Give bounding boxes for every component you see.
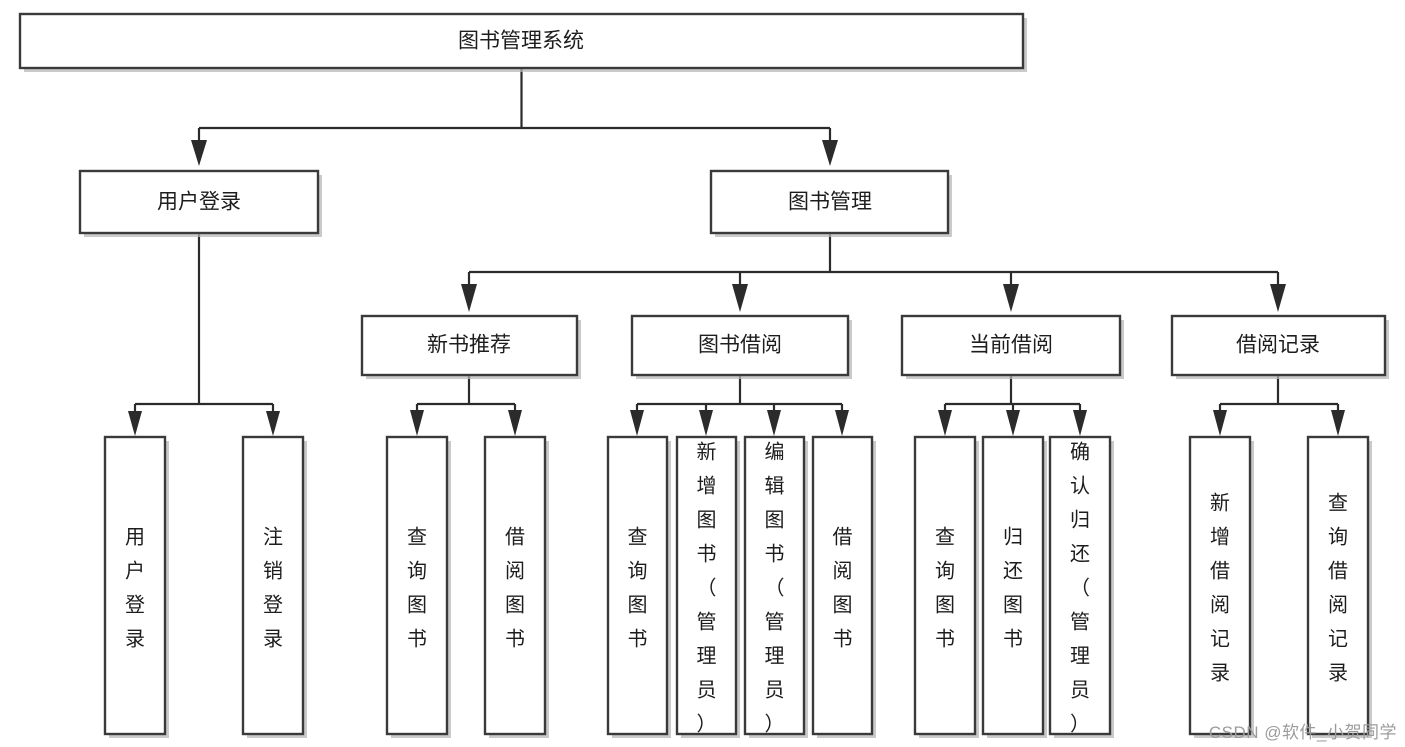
arrow-to-leaf-query-book-3 <box>938 410 952 436</box>
node-current-borrow[interactable]: 当前借阅 <box>900 314 1124 379</box>
arrow-root-to-user-login <box>191 140 207 166</box>
leaf-return-book-label: 归还图书 <box>1003 526 1023 651</box>
current-borrow-label: 当前借阅 <box>969 334 1053 357</box>
leaf-query-book-3-box[interactable] <box>913 435 977 736</box>
leaf-add-record-box[interactable] <box>1188 435 1252 736</box>
root-label: 图书管理系统 <box>458 30 584 53</box>
book-borrow-box[interactable] <box>630 314 850 377</box>
leaf-borrow-book-2-label: 借阅图书 <box>833 526 853 651</box>
node-leaf-user-logout[interactable]: 注销登录 <box>241 435 307 738</box>
connector-borrow-record-to-leaves <box>1218 375 1340 412</box>
arrow-to-leaf-query-record <box>1331 410 1345 436</box>
node-leaf-confirm-return[interactable]: 确认归还（管理员） <box>1048 435 1114 738</box>
book-manage-label: 图书管理 <box>788 191 872 214</box>
node-leaf-query-book-2[interactable]: 查询图书 <box>606 435 671 738</box>
node-root[interactable]: 图书管理系统 <box>18 12 1027 72</box>
leaf-query-record-label: 查询借阅记录 <box>1328 492 1348 685</box>
leaf-query-book-3-label: 查询图书 <box>935 526 955 651</box>
user-login-box[interactable] <box>78 169 320 235</box>
book-manage-box[interactable] <box>709 169 950 235</box>
borrow-record-label: 借阅记录 <box>1236 334 1320 357</box>
leaf-confirm-return-box[interactable] <box>1048 435 1112 736</box>
node-book-manage[interactable]: 图书管理 <box>709 169 952 237</box>
arrow-to-leaf-query-book-2 <box>630 410 644 436</box>
watermark-text: CSDN @软件_小贺同学 <box>1208 723 1397 742</box>
connector-new-book-recommend-to-leaves <box>415 375 517 412</box>
node-leaf-borrow-book-2[interactable]: 借阅图书 <box>811 435 876 738</box>
leaf-query-record-box[interactable] <box>1306 435 1370 736</box>
leaf-return-book-box[interactable] <box>981 435 1045 736</box>
node-leaf-user-login[interactable]: 用户登录 <box>103 435 169 738</box>
connectors-layer <box>128 68 1345 436</box>
new-book-recommend-box[interactable] <box>360 314 579 377</box>
arrow-to-leaf-return-book <box>1006 410 1020 436</box>
leaf-query-book-1-label: 查询图书 <box>407 526 427 651</box>
leaf-borrow-book-2-box[interactable] <box>811 435 874 736</box>
arrow-to-new-book-recommend <box>461 284 477 312</box>
arrow-to-book-borrow <box>732 284 748 312</box>
node-leaf-add-record[interactable]: 新增借阅记录 <box>1188 435 1254 738</box>
leaf-borrow-book-1-box[interactable] <box>483 435 547 736</box>
arrow-to-leaf-borrow-book-2 <box>835 410 849 436</box>
node-leaf-query-book-3[interactable]: 查询图书 <box>913 435 979 738</box>
root-box[interactable] <box>18 12 1025 70</box>
connector-current-borrow-to-leaves <box>943 375 1082 412</box>
current-borrow-box[interactable] <box>900 314 1122 377</box>
arrow-root-to-book-manage <box>822 140 838 166</box>
leaf-user-login-label: 用户登录 <box>125 527 145 651</box>
node-leaf-borrow-book-1[interactable]: 借阅图书 <box>483 435 549 738</box>
leaf-query-book-1-box[interactable] <box>385 435 449 736</box>
arrow-to-leaf-borrow-book-1 <box>508 410 522 436</box>
leaf-borrow-book-1-label: 借阅图书 <box>505 526 525 651</box>
arrow-to-leaf-edit-book <box>767 410 781 436</box>
node-leaf-edit-book[interactable]: 编辑图书（管理员） <box>743 435 808 738</box>
connector-user-login-to-leaves <box>133 233 275 414</box>
arrow-to-leaf-add-record <box>1213 410 1227 436</box>
borrow-record-box[interactable] <box>1170 314 1387 377</box>
book-borrow-label: 图书借阅 <box>698 334 782 357</box>
leaf-confirm-return-label: 确认归还（管理员） <box>1070 441 1090 736</box>
leaf-add-record-label: 新增借阅记录 <box>1210 492 1230 685</box>
arrow-to-leaf-query-book-1 <box>410 410 424 436</box>
arrow-to-leaf-user-login <box>128 411 142 436</box>
arrow-to-leaf-add-book <box>699 410 713 436</box>
leaf-edit-book-box[interactable] <box>743 435 806 736</box>
new-book-recommend-label: 新书推荐 <box>427 334 511 357</box>
leaf-edit-book-label: 编辑图书（管理员） <box>765 441 785 736</box>
arrow-to-leaf-user-logout <box>266 411 280 436</box>
node-leaf-query-book-1[interactable]: 查询图书 <box>385 435 451 738</box>
arrow-to-leaf-confirm-return <box>1073 410 1087 436</box>
connector-book-borrow-to-leaves <box>635 375 844 412</box>
arrow-to-borrow-record <box>1270 284 1286 312</box>
user-login-label: 用户登录 <box>157 191 241 214</box>
leaf-add-book-label: 新增图书（管理员） <box>697 441 717 736</box>
leaf-add-book-box[interactable] <box>675 435 738 736</box>
node-leaf-return-book[interactable]: 归还图书 <box>981 435 1047 738</box>
leaf-user-logout-label: 注销登录 <box>263 526 283 651</box>
connector-root-to-level1 <box>197 68 832 142</box>
connector-book-manage-to-level2 <box>467 233 1280 284</box>
leaf-query-book-2-label: 查询图书 <box>628 526 648 651</box>
leaf-user-logout-box[interactable] <box>241 435 305 736</box>
node-new-book-recommend[interactable]: 新书推荐 <box>360 314 581 379</box>
node-book-borrow[interactable]: 图书借阅 <box>630 314 852 379</box>
leaf-user-login-box[interactable] <box>103 435 167 736</box>
leaf-nodes-layer: 用户登录 注销登录 查询图书 借阅图书 查询图书 新增图书（管理员） 编辑图书（管理员） 借阅… <box>103 435 1372 738</box>
node-leaf-query-record[interactable]: 查询借阅记录 <box>1306 435 1372 738</box>
leaf-query-book-2-box[interactable] <box>606 435 669 736</box>
arrow-to-current-borrow <box>1003 284 1019 312</box>
node-leaf-add-book[interactable]: 新增图书（管理员） <box>675 435 740 738</box>
node-borrow-record[interactable]: 借阅记录 <box>1170 314 1389 379</box>
node-user-login[interactable]: 用户登录 <box>78 169 322 237</box>
